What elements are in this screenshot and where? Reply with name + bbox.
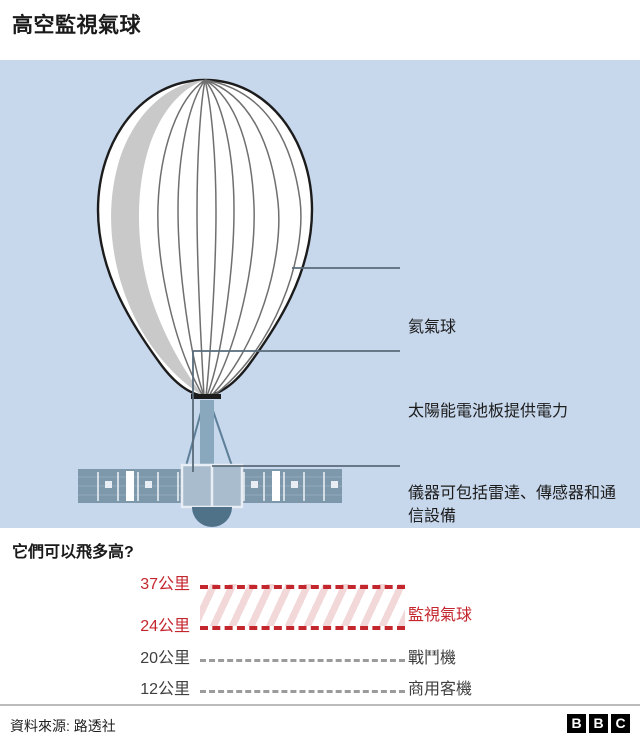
altitude-row-fighter: 20公里 戰鬥機 (0, 648, 640, 670)
leader-lines (192, 267, 400, 472)
callout-solar: 太陽能電池板提供電力 (408, 400, 568, 423)
altitude-dash-20 (200, 659, 405, 662)
altitude-value-20: 20公里 (140, 650, 190, 667)
altitude-value-24: 24公里 (140, 618, 190, 635)
bbc-logo-block-2: B (589, 714, 608, 733)
solar-cell-dividers (97, 472, 325, 501)
payload-box (180, 463, 244, 527)
footer: 資料來源: 路透社 B B C (0, 704, 640, 746)
balloon-illustration: 氦氣球 太陽能電池板提供電力 儀器可包括雷達、傳感器和通信設備 (0, 60, 640, 528)
balloon-diagram-svg (78, 78, 400, 527)
callout-instrument: 儀器可包括雷達、傳感器和通信設備 (408, 482, 628, 528)
header: 高空監視氣球 (0, 0, 640, 60)
callout-instrument-label: 儀器可包括雷達、傳感器和通信設備 (408, 485, 617, 525)
altitude-row-balloon-top: 37公里 (0, 574, 640, 596)
source-text: 資料來源: 路透社 (10, 718, 116, 734)
callout-helium: 氦氣球 (408, 316, 456, 339)
balloon-altitude-band (200, 584, 405, 626)
altitude-dash-24 (200, 626, 405, 630)
altitude-value-12: 12公里 (140, 681, 190, 698)
bbc-logo: B B C (567, 714, 630, 733)
callout-solar-label: 太陽能電池板提供電力 (408, 403, 569, 420)
page-title: 高空監視氣球 (12, 14, 141, 37)
bbc-logo-block-1: B (567, 714, 586, 733)
altitude-dash-37 (200, 585, 405, 589)
bbc-logo-block-3: C (611, 714, 630, 733)
footer-divider (0, 704, 640, 706)
sensor-dome (192, 507, 232, 527)
altitude-row-balloon-bottom: 24公里 (0, 616, 640, 638)
altitude-value-37: 37公里 (140, 576, 190, 593)
altitude-chart: 37公里 監視氣球 24公里 20公里 戰鬥機 12公里 商用客機 (0, 572, 640, 704)
balloon-neck (191, 394, 221, 399)
altitude-legend-balloon: 監視氣球 (408, 607, 473, 624)
callout-helium-label: 氦氣球 (408, 319, 457, 336)
altitude-section: 它們可以飛多高? 37公里 監視氣球 24公里 20公里 戰鬥機 12公里 商用… (0, 528, 640, 704)
altitude-legend-airliner: 商用客機 (408, 681, 473, 698)
tether-tube (200, 400, 214, 466)
altitude-title: 它們可以飛多高? (12, 544, 134, 561)
altitude-legend-fighter: 戰鬥機 (408, 650, 457, 667)
altitude-row-airliner: 12公里 商用客機 (0, 679, 640, 701)
altitude-dash-12 (200, 690, 405, 693)
solar-leader (192, 350, 400, 472)
